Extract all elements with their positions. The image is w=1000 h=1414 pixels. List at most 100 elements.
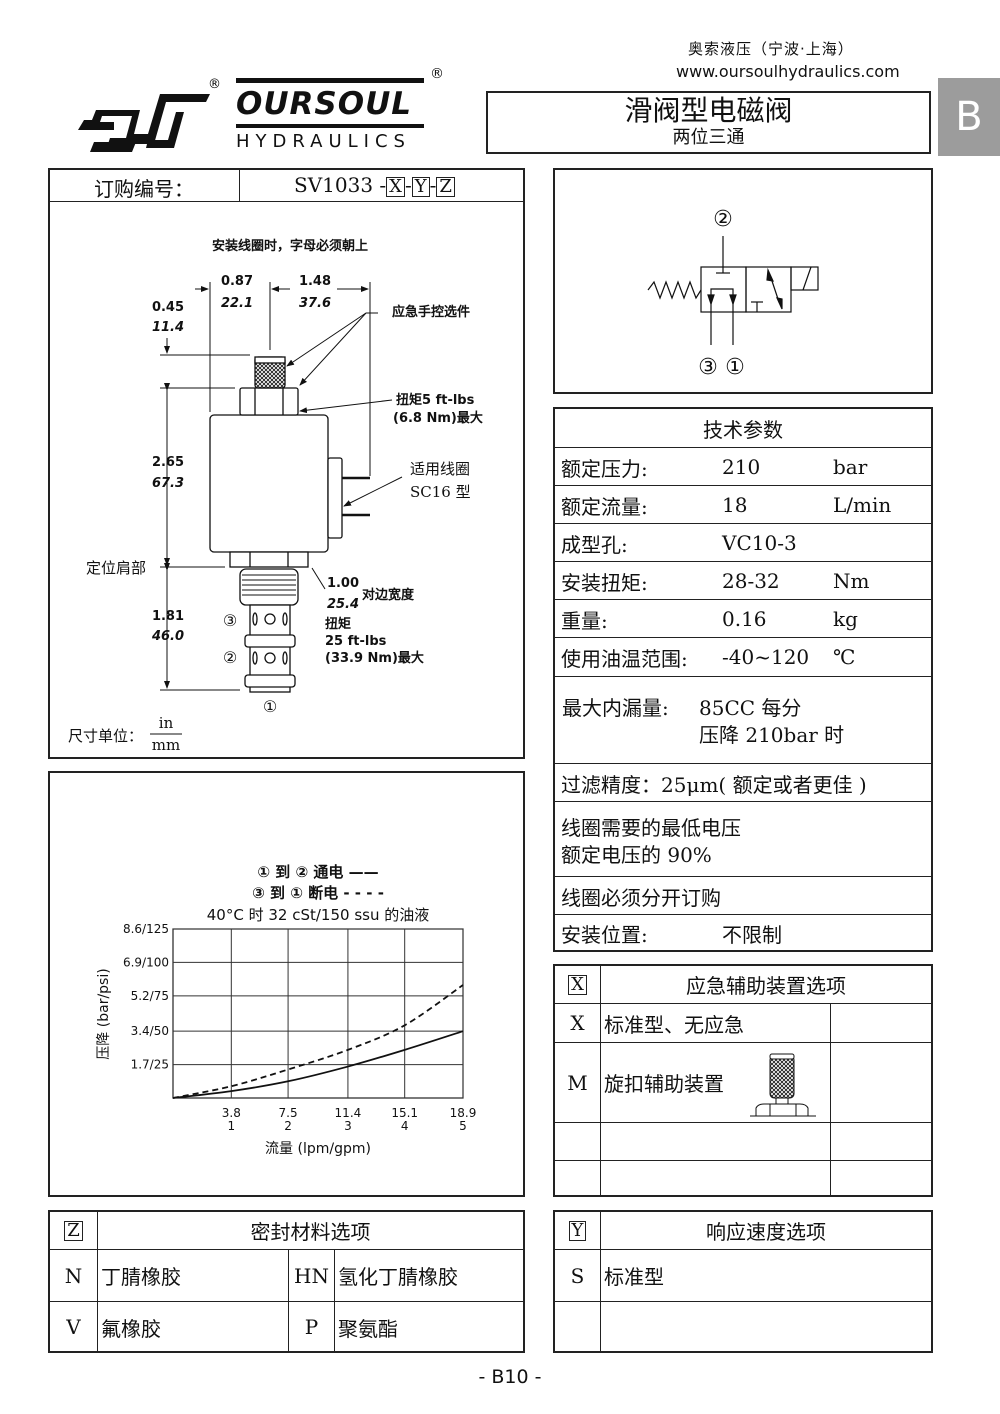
coil-order-note: 线圈必须分开订购 bbox=[561, 885, 721, 910]
dim-label: 1.48 bbox=[299, 274, 331, 289]
port-label: ① bbox=[725, 355, 745, 380]
dim-label: 11.4 bbox=[152, 320, 184, 335]
callout: 扭矩5 ft-lbs bbox=[396, 392, 475, 408]
option-y-title: 响应速度选项 bbox=[706, 1220, 826, 1244]
option-desc: 标准型 bbox=[604, 1265, 664, 1289]
option-x-title: 应急辅助装置选项 bbox=[686, 974, 846, 998]
option-desc: 旋扣辅助装置 bbox=[604, 1072, 724, 1096]
svg-text:®: ® bbox=[208, 77, 221, 92]
order-code: SV1033 -X-Y-Z bbox=[294, 173, 455, 197]
leakage-value: 85CC 每分 bbox=[699, 696, 802, 720]
registered-mark: ® bbox=[430, 66, 444, 82]
leakage-label: 最大内漏量: bbox=[562, 696, 669, 720]
chart-x-tick-label-gpm: 2 bbox=[284, 1119, 292, 1133]
option-y-table: Y 响应速度选项 S 标准型 bbox=[553, 1210, 933, 1353]
spec-label: 成型孔: bbox=[561, 532, 628, 557]
callout: SC16 型 bbox=[410, 483, 471, 501]
option-code[interactable]: M bbox=[567, 1070, 588, 1095]
separator: - bbox=[429, 173, 437, 197]
dim-label: 2.65 bbox=[152, 455, 184, 470]
spec-value: 0.16 bbox=[722, 607, 767, 631]
option-x-code: X bbox=[568, 974, 587, 995]
logo: ® bbox=[74, 72, 224, 154]
order-code-label: 订购编号： bbox=[94, 177, 194, 201]
dim-label: 1.81 bbox=[152, 609, 184, 624]
option-desc: 标准型、无应急 bbox=[604, 1012, 744, 1037]
callout: 适用线圈 bbox=[410, 460, 470, 478]
spec-unit: bar bbox=[833, 455, 868, 479]
model-prefix: SV1033 bbox=[294, 173, 374, 197]
valve-dimension-drawing: 安装线圈时，字母必须朝上 0.87 22.1 1.48 37.6 0.45 11… bbox=[68, 238, 483, 754]
page-title: 滑阀型电磁阀 bbox=[624, 94, 793, 127]
code-y: Y bbox=[411, 177, 430, 197]
min-voltage-value: 额定电压的 90% bbox=[561, 843, 712, 867]
chart-x-tick-label-gpm: 5 bbox=[459, 1119, 467, 1133]
mount-label: 安装位置: bbox=[561, 923, 648, 947]
logo-mark-icon: ® bbox=[78, 77, 221, 152]
spec-label: 额定压力: bbox=[561, 456, 648, 481]
company-name: 奥索液压（宁波·上海） bbox=[688, 40, 854, 58]
dim-label: 67.3 bbox=[152, 476, 184, 491]
pressure-drop-chart: ① 到 ② 通电 —— ③ 到 ① 断电 - - - - 40°C 时 32 c… bbox=[96, 863, 477, 1157]
callout: 定位肩部 bbox=[86, 559, 146, 577]
option-z-table: Z 密封材料选项 N 丁腈橡胶 HN 氢化丁腈橡胶 V 氟橡胶 P 聚氨酯 bbox=[48, 1210, 525, 1353]
port-label: ② bbox=[223, 648, 237, 667]
dim-label: 0.87 bbox=[221, 274, 253, 289]
spec-value: -40~120 bbox=[722, 645, 810, 669]
spec-unit: L/min bbox=[833, 493, 892, 517]
option-desc: 丁腈橡胶 bbox=[101, 1265, 181, 1289]
min-voltage-label: 线圈需要的最低电压 bbox=[561, 816, 741, 840]
option-code[interactable]: X bbox=[570, 1011, 585, 1035]
chart-x-tick-label: 18.9 bbox=[450, 1106, 477, 1120]
chart-y-tick-label: 6.9/100 bbox=[123, 955, 169, 969]
option-y-code: Y bbox=[568, 1220, 587, 1241]
chart-x-tick-label: 11.4 bbox=[335, 1106, 362, 1120]
filtration: 过滤精度：25μm( 额定或者更佳 ) bbox=[561, 772, 867, 797]
chart-panel bbox=[48, 771, 525, 1197]
spec-label: 额定流量: bbox=[561, 494, 648, 519]
chart-y-tick-label: 8.6/125 bbox=[123, 922, 169, 936]
install-note: 安装线圈时，字母必须朝上 bbox=[212, 238, 368, 254]
chart-x-tick-label: 7.5 bbox=[279, 1106, 298, 1120]
option-code[interactable]: HN bbox=[294, 1263, 329, 1288]
callout: (33.9 Nm)最大 bbox=[325, 650, 424, 666]
hydraulic-symbol-panel bbox=[553, 168, 933, 394]
callout: 对边宽度 bbox=[362, 587, 415, 603]
chart-series-de-energized bbox=[172, 984, 464, 1099]
chart-x-tick-label: 3.8 bbox=[222, 1106, 241, 1120]
code-z: Z bbox=[436, 177, 455, 197]
drawing-panel: 订购编号： SV1033 -X-Y-Z bbox=[48, 168, 525, 759]
mount-value: 不限制 bbox=[722, 923, 782, 947]
dim-label: 46.0 bbox=[151, 629, 184, 644]
chart-series-energized bbox=[172, 1030, 464, 1099]
chart-title: 40°C 时 32 cSt/150 ssu 的油液 bbox=[207, 906, 429, 924]
website-link[interactable]: www.oursoulhydraulics.com bbox=[676, 62, 900, 81]
option-code[interactable]: P bbox=[304, 1315, 319, 1339]
title-box: 滑阀型电磁阀 两位三通 bbox=[486, 91, 931, 154]
hydraulic-symbol: ② ③ ① bbox=[647, 207, 819, 380]
port-label: ② bbox=[713, 207, 733, 232]
chart-x-tick-label-gpm: 3 bbox=[344, 1119, 352, 1133]
callout: (6.8 Nm)最大 bbox=[393, 410, 483, 426]
option-z-code: Z bbox=[64, 1220, 83, 1241]
dim-label: 22.1 bbox=[221, 296, 253, 311]
spec-unit: kg bbox=[833, 607, 858, 631]
chart-y-tick-label: 5.2/75 bbox=[131, 989, 169, 1003]
spec-label: 重量: bbox=[561, 608, 608, 633]
chart-legend-dashed: ③ 到 ① 断电 - - - - bbox=[252, 884, 384, 902]
logo-wordmark: OURSOUL HYDRAULICS bbox=[236, 78, 424, 153]
option-desc: 聚氨酯 bbox=[338, 1316, 398, 1341]
spec-unit: Nm bbox=[833, 569, 870, 593]
port-label: ① bbox=[263, 697, 277, 716]
dim-label: 0.45 bbox=[152, 300, 184, 315]
option-z-title: 密封材料选项 bbox=[250, 1220, 371, 1244]
dim-label: 37.6 bbox=[299, 296, 331, 311]
section-tab: B bbox=[938, 78, 1000, 156]
spring-icon bbox=[647, 280, 702, 300]
option-code[interactable]: S bbox=[570, 1263, 585, 1288]
chart-y-tick-label: 3.4/50 bbox=[131, 1024, 169, 1038]
option-code[interactable]: N bbox=[64, 1263, 83, 1288]
option-code[interactable]: V bbox=[66, 1315, 81, 1339]
chart-x-tick-label-gpm: 1 bbox=[227, 1119, 235, 1133]
spec-label: 安装扭矩: bbox=[561, 570, 648, 595]
